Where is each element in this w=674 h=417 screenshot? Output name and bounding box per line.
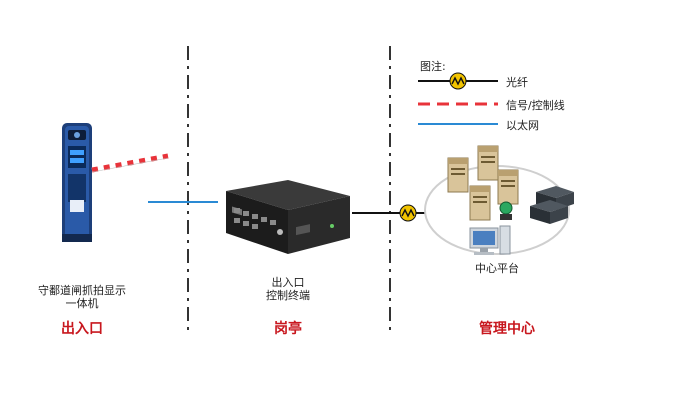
fiber-icon-link <box>399 204 417 222</box>
workstation-computer <box>469 225 511 255</box>
legend-ethernet-label: 以太网 <box>506 119 539 132</box>
legend-title: 图注: <box>420 60 446 73</box>
gate-camera-terminal <box>62 123 92 242</box>
zone-label-entrance: 出入口 <box>61 321 103 337</box>
gate-camera-label-line2: 一体机 <box>65 297 99 310</box>
zone-label-booth: 岗亭 <box>274 321 302 337</box>
legend-fiber-symbol <box>418 72 498 90</box>
legend-fiber-label: 光纤 <box>506 76 528 89</box>
gate-camera-label-line1: 守鄱道闸抓拍显示 <box>38 284 126 297</box>
controller-device <box>226 180 350 254</box>
platform-label: 中心平台 <box>475 262 519 275</box>
server-cluster <box>447 145 519 221</box>
storage-units <box>530 186 574 224</box>
controller-label-line1: 出入口 <box>271 276 305 289</box>
barrier-arm <box>91 153 169 173</box>
zone-label-management: 管理中心 <box>479 321 535 337</box>
legend-signal-label: 信号/控制线 <box>506 99 565 112</box>
controller-label-line2: 控制终端 <box>266 289 310 302</box>
